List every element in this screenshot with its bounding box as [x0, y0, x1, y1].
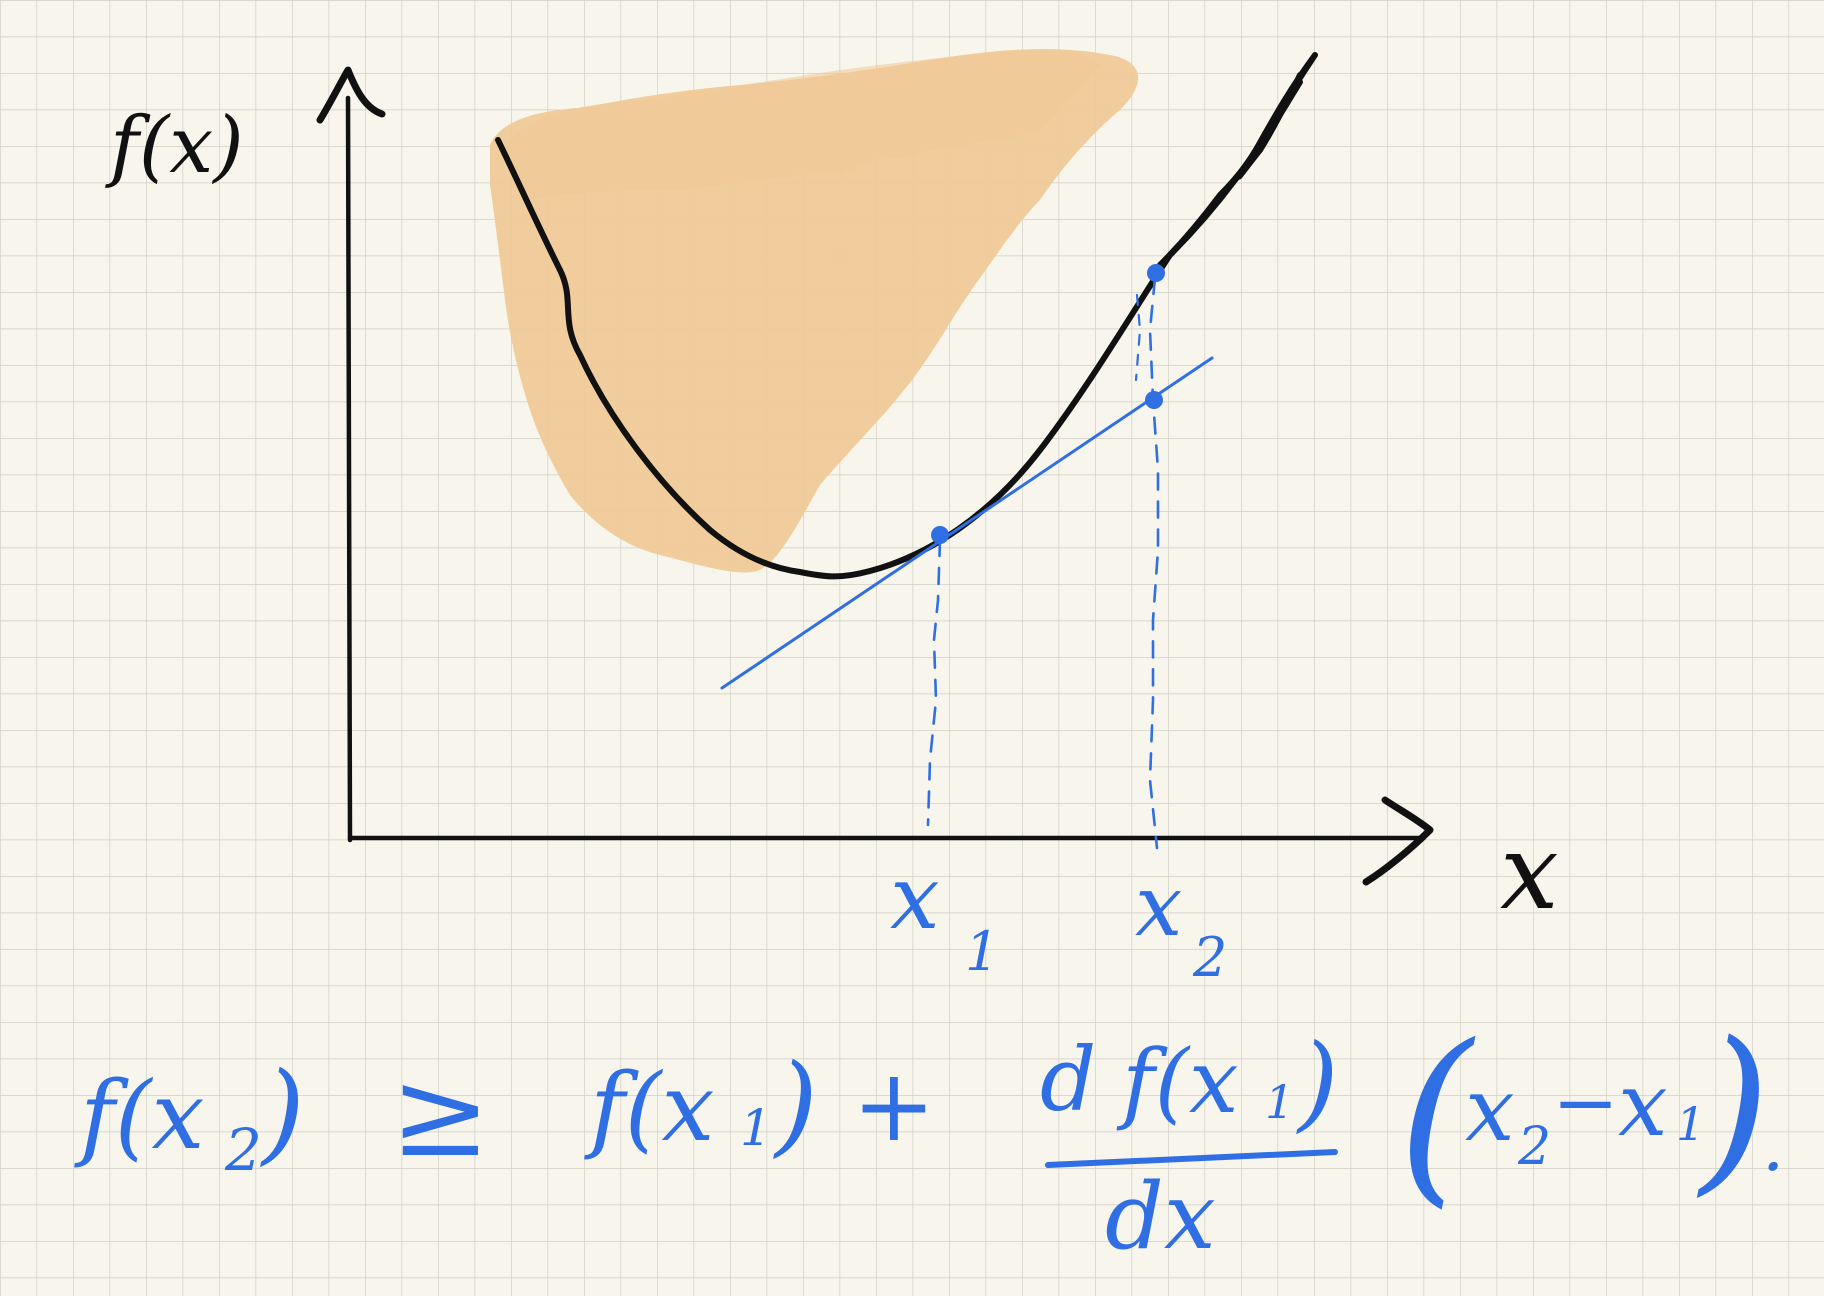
derivative-d: d [1040, 1028, 1096, 1131]
point-tangent-at-x2 [1145, 391, 1163, 409]
x-axis-label: x [1500, 811, 1559, 933]
x2-label: x [1135, 857, 1182, 955]
epigraph-shading-edge [500, 51, 1100, 200]
point-f-x1 [931, 526, 949, 544]
point-f-x2 [1147, 264, 1165, 282]
derivative-close-paren: ) [1296, 1021, 1339, 1143]
derivative-denominator: dx [1105, 1163, 1216, 1270]
relation-symbol: ≥ [390, 1045, 491, 1184]
y-axis-arrowhead [316, 66, 386, 124]
x1-subscript: 1 [965, 920, 999, 983]
difference-minus: − [1552, 1056, 1619, 1149]
difference-x1: x [1618, 1053, 1668, 1156]
y-axis-line [345, 95, 353, 843]
derivative-function: f(x [1116, 1030, 1239, 1133]
rhs-function: f(x [584, 1054, 714, 1163]
derivative-subscript: 1 [1265, 1075, 1294, 1129]
y-axis-label: f(x) [105, 101, 244, 191]
x2-dashed-guide [1148, 276, 1160, 850]
rhs-subscript: 1 [740, 1099, 772, 1157]
plus-sign: + [852, 1047, 936, 1164]
rhs-close-paren: ) [773, 1040, 818, 1168]
difference-x2: x [1465, 1058, 1515, 1161]
difference-open-paren: ( [1398, 1004, 1476, 1225]
lhs-subscript: 2 [224, 1116, 262, 1184]
difference-close-paren: ) [1696, 1004, 1770, 1213]
x2-subscript: 2 [1192, 926, 1227, 989]
convexity-inequality: f(x 2 ) ≥ f(x 1 ) + d f(x 1 ) dx ( x 2 −… [74, 1004, 1784, 1270]
x1-dashed-guide [926, 538, 942, 827]
lhs-function: f(x [74, 1062, 204, 1171]
difference-x1-subscript: 1 [1676, 1097, 1705, 1151]
period: . [1762, 1105, 1784, 1187]
x2-dashed-guide-inner [1134, 293, 1142, 382]
lhs-close-paren: ) [260, 1048, 305, 1176]
tangent-line [720, 356, 1214, 690]
fraction-bar [1045, 1149, 1338, 1168]
difference-x2-subscript: 2 [1517, 1117, 1551, 1177]
x-axis-arrowhead [1362, 796, 1434, 886]
x1-label: x [890, 846, 940, 949]
convex-curve-right-branch [1157, 79, 1303, 268]
